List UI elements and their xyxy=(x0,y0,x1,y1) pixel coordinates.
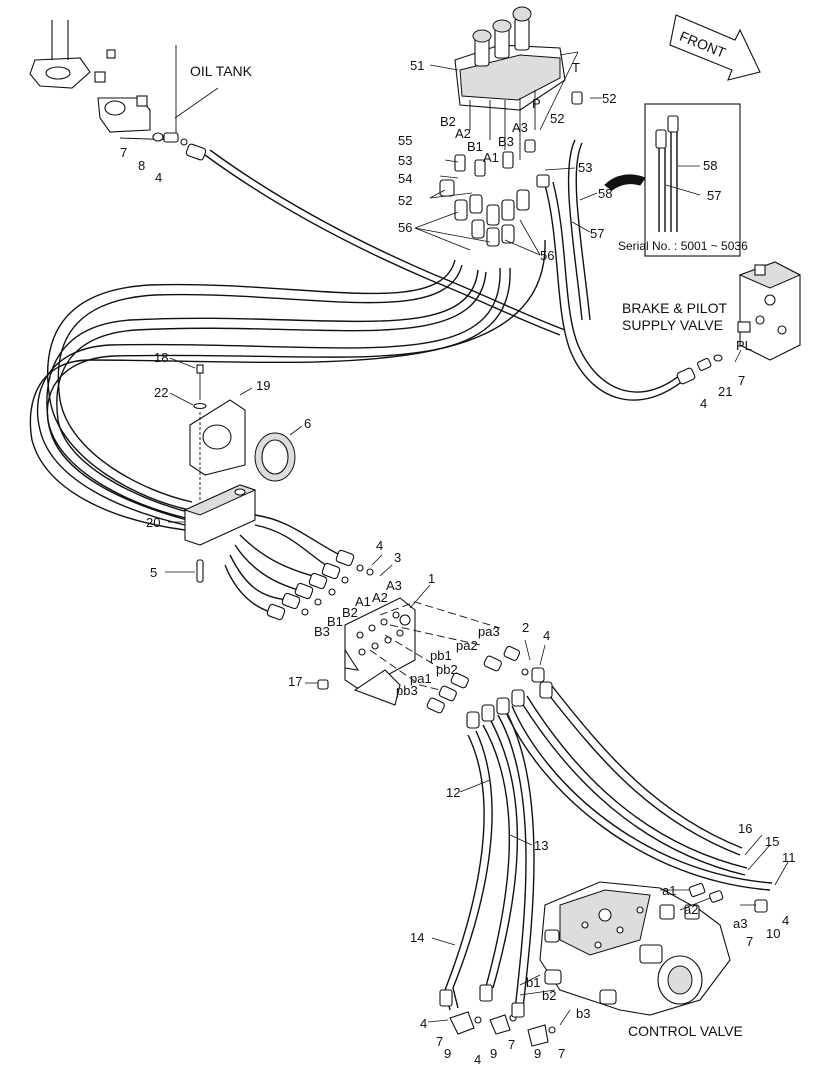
callout-22: 22 xyxy=(154,385,168,400)
callout-7-tank: 7 xyxy=(120,145,127,160)
callout-56-right: 56 xyxy=(540,248,554,263)
callout-18: 18 xyxy=(154,350,168,365)
port-A1: A1 xyxy=(355,594,371,609)
caption-oil-tank: OIL TANK xyxy=(190,63,253,79)
callout-19: 19 xyxy=(256,378,270,393)
callout-9-b2: 9 xyxy=(490,1046,497,1061)
callout-1: 1 xyxy=(428,571,435,586)
callout-4-brake: 4 xyxy=(700,396,707,411)
callout-5: 5 xyxy=(150,565,157,580)
callout-4-b1: 4 xyxy=(420,1016,427,1031)
port-pa3: pa3 xyxy=(478,624,500,639)
callout-4-upper: 4 xyxy=(376,538,383,553)
port-PL: PL xyxy=(736,338,752,353)
callout-7-brake: 7 xyxy=(738,373,745,388)
port-A3: A3 xyxy=(386,578,402,593)
callout-57: 57 xyxy=(590,226,604,241)
port-b3: b3 xyxy=(576,1006,590,1021)
brake-valve-icon xyxy=(676,261,802,385)
callout-58-inset: 58 xyxy=(703,158,717,173)
bracket-parts xyxy=(189,364,303,500)
hose-bundle xyxy=(29,139,773,1011)
port-a2: a2 xyxy=(684,902,698,917)
serial-inset xyxy=(604,103,741,257)
callout-6: 6 xyxy=(304,416,311,431)
port-T: T xyxy=(572,60,580,75)
pilot-valve-icon xyxy=(454,6,566,160)
port-B3: B3 xyxy=(314,624,330,639)
callout-56-left: 56 xyxy=(398,220,412,235)
callout-4-b2: 4 xyxy=(474,1052,481,1067)
port-B2: B2 xyxy=(342,605,358,620)
callout-2: 2 xyxy=(522,620,529,635)
callout-15: 15 xyxy=(765,834,779,849)
callout-7-b1: 7 xyxy=(436,1034,443,1049)
leader-lines xyxy=(169,51,789,1026)
callout-57-inset: 57 xyxy=(707,188,721,203)
port-pb1: pb1 xyxy=(430,648,452,663)
callout-3: 3 xyxy=(394,550,401,565)
callout-54: 54 xyxy=(398,171,412,186)
callout-52-left: 52 xyxy=(398,193,412,208)
port-A1-top: A1 xyxy=(483,150,499,165)
callout-20: 20 xyxy=(146,515,160,530)
port-b2: b2 xyxy=(542,988,556,1003)
callout-52-mid: 52 xyxy=(550,111,564,126)
callout-21: 21 xyxy=(718,384,732,399)
port-B3-top: B3 xyxy=(498,134,514,149)
bottom-fittings xyxy=(439,984,556,1047)
callout-17: 17 xyxy=(288,674,302,689)
port-A2-top: A2 xyxy=(455,126,471,141)
port-A2: A2 xyxy=(372,590,388,605)
callout-53-left: 53 xyxy=(398,153,412,168)
callout-4-tank: 4 xyxy=(155,170,162,185)
pilot-fittings xyxy=(439,91,583,247)
front-arrow-icon xyxy=(669,14,761,81)
port-B1: B1 xyxy=(327,614,343,629)
tank-fittings xyxy=(152,132,207,161)
port-b1: b1 xyxy=(526,975,540,990)
callout-11: 11 xyxy=(782,850,796,865)
callout-10: 10 xyxy=(766,926,780,941)
clamp-block xyxy=(165,484,257,583)
callout-9-b1: 9 xyxy=(444,1046,451,1061)
port-B1-top: B1 xyxy=(467,139,483,154)
callout-4-cv: 4 xyxy=(782,913,789,928)
port-a1: a1 xyxy=(662,883,676,898)
callout-12: 12 xyxy=(446,785,460,800)
callout-7-cv: 7 xyxy=(746,934,753,949)
callout-4-right: 4 xyxy=(543,628,550,643)
callout-58: 58 xyxy=(598,186,612,201)
lower-fitting-row xyxy=(426,639,553,729)
callout-7-b3: 7 xyxy=(558,1046,565,1061)
callout-9-b3: 9 xyxy=(534,1046,541,1061)
port-P: P xyxy=(532,96,541,111)
callout-51: 51 xyxy=(410,58,424,73)
callout-14: 14 xyxy=(410,930,424,945)
port-pb3: pb3 xyxy=(396,683,418,698)
callout-55: 55 xyxy=(398,133,412,148)
callout-13: 13 xyxy=(534,838,548,853)
port-B2-top: B2 xyxy=(440,114,456,129)
caption-serial: Serial No. : 5001 ~ 5036 xyxy=(618,239,748,253)
oil-tank xyxy=(29,20,219,141)
callout-7-b2: 7 xyxy=(508,1037,515,1052)
control-valve-icon xyxy=(539,881,768,1016)
caption-control-valve: CONTROL VALVE xyxy=(628,1023,743,1039)
port-pa2: pa2 xyxy=(456,638,478,653)
port-pa1: pa1 xyxy=(410,671,432,686)
callout-16: 16 xyxy=(738,821,752,836)
caption-brake-valve-1: BRAKE & PILOT xyxy=(622,300,727,316)
callout-53-right: 53 xyxy=(578,160,592,175)
manifold-plate xyxy=(305,584,501,706)
port-A3-top: A3 xyxy=(512,120,528,135)
upper-fitting-row xyxy=(266,549,393,621)
caption-brake-valve-2: SUPPLY VALVE xyxy=(622,317,723,333)
callout-8: 8 xyxy=(138,158,145,173)
port-pb2: pb2 xyxy=(436,662,458,677)
callout-52-top: 52 xyxy=(602,91,616,106)
port-a3: a3 xyxy=(733,916,747,931)
